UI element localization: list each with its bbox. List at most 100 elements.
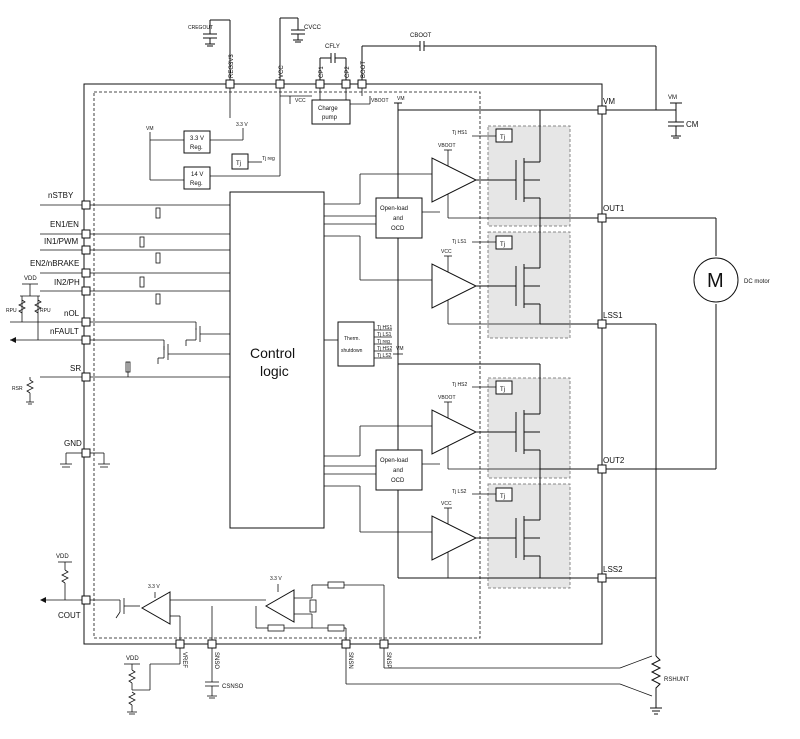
pin-nstby [81,200,91,210]
ol2-line1: Open-load [380,458,408,464]
tj-box-hs2 [495,380,513,395]
tj-hs2-label: Tj HS2 [452,382,468,388]
pin-snso [207,639,217,649]
tj-ls1-label: Tj LS1 [452,239,467,245]
vboot-small-label: VBOOT [371,98,389,104]
vcc-ls1-label: VCC [441,249,452,255]
vdd-a-label: VDD [24,276,37,282]
kelvin-sense-wires [345,648,653,697]
tj-box-ls2-label: Tj [500,494,505,500]
tj-reg-label: Tj reg [262,156,275,162]
pin-label-nfault: nFAULT [50,327,79,336]
pin-en2 [81,268,91,278]
v33-out-label: 3.3 V [148,584,160,590]
pin-label-gnd: GND [64,439,82,448]
vboot-hs1-label: VBOOT [438,143,456,149]
pin-reg3v3 [225,79,235,89]
driver-supplies [444,135,540,578]
cboot-label: CBOOT [410,33,432,39]
pin-cout [81,595,91,605]
tj-boxes [495,128,513,502]
gate-drivers [431,157,478,561]
left-signal-wires [10,204,230,464]
control-logic-line1: Control [250,345,295,361]
driver-hs1 [431,157,478,203]
cboot-capacitor [361,41,656,80]
reg-14v-line2: Reg. [190,181,203,187]
pin-label-snsp: SNSP [385,652,391,668]
tj-box-ls2 [495,487,513,502]
internal-supply-wires [149,88,371,181]
therm-line1: Therm. [344,336,360,342]
reg-3v3-line2: Reg. [190,145,203,151]
vboot-hs2-label: VBOOT [438,395,456,401]
pin-label-reg3v3: REG3V3 [229,54,235,78]
pin-in1 [81,245,91,255]
pin-label-snso: SNSO [213,652,219,669]
pin-out2 [597,464,607,474]
pin-cp1 [315,79,325,89]
pin-label-en2: EN2/nBRAKE [30,259,79,268]
charge-pump-line1: Charge [318,106,338,112]
rsr-label: RSR [12,386,23,392]
logic-to-drivers [324,173,440,533]
open-load-ocd-2 [375,449,423,491]
pin-snsn [341,639,351,649]
vref-network [124,648,219,715]
pin-sr [81,372,91,382]
input-arrows [10,337,16,343]
tj-box-ls1 [495,235,513,250]
pin-label-vm: VM [603,97,615,106]
vm-small-label: VM [146,126,154,132]
cfly-capacitor [319,53,347,80]
cregout-capacitor [203,19,231,80]
pin-vref [175,639,185,649]
pin-lss2 [597,573,607,583]
gnd-symbols [60,463,110,468]
left-pins [81,200,91,605]
therm-reg-label: Tj reg [377,339,390,345]
pin-label-sr: SR [70,364,81,373]
pin-label-in1: IN1/PWM [44,237,79,246]
hs1-fet-region [487,125,571,227]
pin-label-vref: VREF [181,652,187,668]
cout-arrow [40,597,46,603]
control-logic-block [229,191,325,529]
dc-motor-label: DC motor [744,279,770,285]
dc-motor [693,257,739,303]
hs2-fet-region [487,377,571,479]
pin-gnd [81,448,91,458]
output-opamp [140,591,171,625]
tj-box-hs1 [495,128,513,143]
ol1-line2: and [393,216,403,222]
motor-symbol: M [707,270,724,292]
tj-box-hs1-label: Tj [500,135,505,141]
pin-label-vcc: VCC [279,65,285,78]
reg-3v3-block [183,130,211,154]
rpu1-label: RPU [6,308,17,314]
open-load-ocd-1 [375,197,423,239]
pin-label-in2: IN2/PH [54,278,80,287]
rpu2-label: RPU [40,308,51,314]
open-drain-fets [157,326,201,364]
v33-sense-label: 3.3 V [270,576,282,582]
ol1-line3: OCD [391,226,405,232]
vm-rail [394,46,684,578]
v33-small-label: 3.3 V [236,122,248,128]
pin-label-cout: COUT [58,611,81,620]
rshunt-label: RSHUNT [664,677,689,683]
vdd-c-label: VDD [126,656,139,662]
cregout-label: CREGOUT [188,25,213,31]
pin-label-snsn: SNSN [347,652,353,669]
therm-ls2-label: Tj LS2 [377,353,392,359]
tj-box-hs2-label: Tj [500,387,505,393]
pin-label-out2: OUT2 [603,456,625,465]
pin-nfault [81,335,91,345]
tj-box-ls1-label: Tj [500,242,505,248]
pin-label-nol: nOL [64,309,80,318]
cm-label: CM [686,120,699,129]
pin-label-cp1: CP1 [319,66,325,78]
cvcc-label: CVCC [304,25,322,31]
pin-nol [81,317,91,327]
